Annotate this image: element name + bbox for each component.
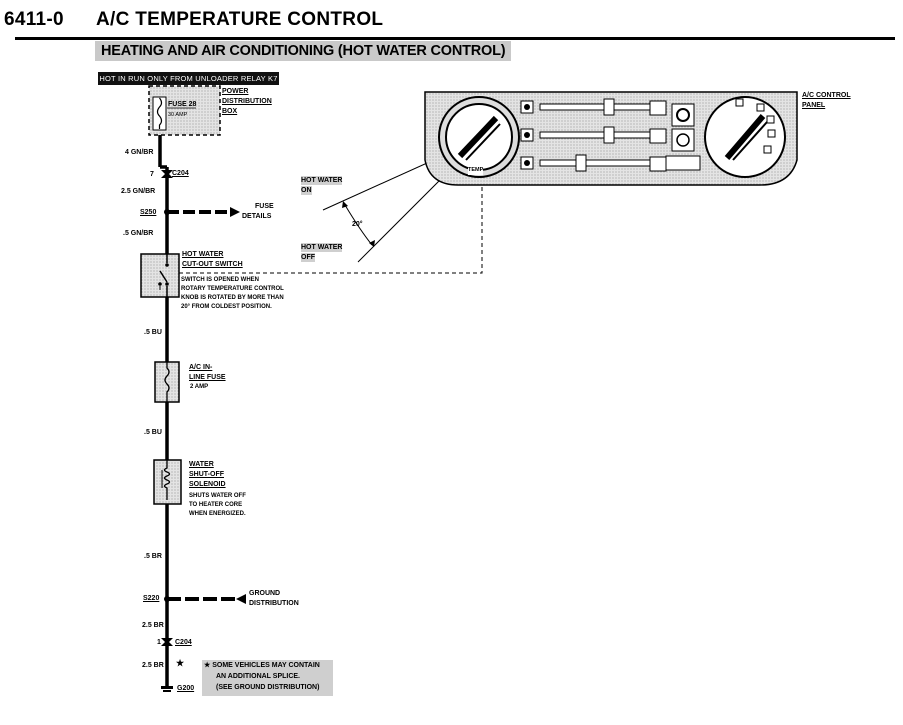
c204-top-label: C204 (172, 170, 189, 177)
inline-fuse-rating: 2 AMP (190, 384, 209, 390)
header-rule (15, 37, 895, 40)
note-line-1: ★ SOME VEHICLES MAY CONTAIN (204, 662, 320, 669)
solenoid-title-3: SOLENOID (189, 481, 226, 488)
inline-fuse-element (164, 362, 170, 402)
solenoid-title-2: SHUT-OFF (189, 471, 224, 478)
inline-fuse-title-1: A/C IN- (189, 364, 213, 371)
cutout-switch-blade (159, 270, 168, 283)
cutout-switch-desc-3: KNOB IS ROTATED BY MORE THAN (181, 295, 284, 301)
inline-fuse-title-2: LINE FUSE (189, 374, 226, 381)
page-title: A/C TEMPERATURE CONTROL (96, 9, 384, 30)
ac-panel-title-1: A/C CONTROL (802, 92, 851, 99)
note-line-3: (SEE GROUND DISTRIBUTION) (216, 684, 320, 691)
note-box: ★ SOME VEHICLES MAY CONTAIN AN ADDITIONA… (202, 660, 333, 696)
power-box-title-3: BOX (222, 108, 238, 115)
cutout-switch-title-1: HOT WATER (182, 251, 224, 258)
note-line-2: AN ADDITIONAL SPLICE. (216, 673, 301, 680)
ground-distribution-2: DISTRIBUTION (249, 600, 299, 607)
wire-label-05-gnbr: .5 GN/BR (123, 230, 154, 237)
wire-label-2-5-gnbr: 2.5 GN/BR (121, 188, 156, 195)
fuse-28-rating: 30 AMP (168, 112, 188, 118)
fuse-28-box (152, 96, 167, 131)
fuse-details-2: DETAILS (242, 213, 272, 220)
cutout-switch-desc-4: 20° FROM COLDEST POSITION. (181, 304, 272, 310)
c204-bottom-pin: 1 (157, 639, 161, 646)
ground-distribution-arrow (236, 594, 246, 604)
wire-label-2-5-br-1: 2.5 BR (142, 622, 164, 629)
solenoid-desc-1: SHUTS WATER OFF (189, 493, 246, 499)
hot-in-run-bar: HOT IN RUN ONLY FROM UNLOADER RELAY K7 (98, 72, 279, 85)
solenoid-coil (163, 460, 171, 500)
star-marker: ★ (176, 658, 185, 668)
fuse-28-label: FUSE 28 (168, 101, 197, 108)
slider-rows (520, 98, 667, 172)
angle-degrees: 20° (352, 221, 363, 228)
fuse-details-arrow (230, 207, 240, 217)
solenoid-desc-2: TO HEATER CORE (189, 502, 243, 508)
wire-label-05-bu-2: .5 BU (144, 429, 162, 436)
g200-label: G200 (177, 685, 195, 692)
panel-button-top (671, 103, 695, 127)
ground-distribution-1: GROUND (249, 590, 281, 597)
page-number: 6411-0 (4, 9, 64, 30)
panel-button-bottom (665, 155, 701, 171)
hot-water-off-2: OFF (301, 253, 315, 262)
solenoid-title-1: WATER (189, 461, 214, 468)
g200-ground-symbol (161, 686, 173, 689)
power-box-title-2: DISTRIBUTION (222, 98, 272, 105)
cutout-switch-box (140, 253, 180, 298)
ac-panel-title-2: PANEL (802, 102, 826, 109)
cutout-switch-desc-1: SWITCH IS OPENED WHEN (181, 277, 260, 283)
switch-link-dashed (179, 170, 483, 274)
hot-water-on-1: HOT WATER (301, 176, 343, 185)
diagram-subtitle: HEATING AND AIR CONDITIONING (HOT WATER … (95, 41, 512, 61)
panel-button-mid (671, 128, 695, 152)
s250-label: S250 (140, 209, 157, 216)
power-box-title-1: POWER (222, 88, 249, 95)
s220-label: S220 (143, 595, 160, 602)
c204-bottom-label: C204 (175, 639, 192, 646)
wire-label-2-5-br-2: 2.5 BR (142, 662, 164, 669)
c204-top-pin: 7 (150, 171, 154, 178)
temp-knob-label: TEMP (468, 166, 484, 175)
fuse-28-element (156, 97, 163, 129)
fuse-details-1: FUSE (255, 203, 274, 210)
wire-label-05-bu-1: .5 BU (144, 329, 162, 336)
cutout-switch-desc-2: ROTARY TEMPERATURE CONTROL (181, 286, 284, 292)
angle-arc (344, 204, 373, 246)
hot-water-on-2: ON (301, 186, 312, 195)
cutout-switch-title-2: CUT-OUT SWITCH (182, 261, 243, 268)
solenoid-desc-3: WHEN ENERGIZED. (189, 511, 246, 517)
wire-label-05-br: .5 BR (144, 553, 162, 560)
wire-label-4-gnbr: 4 GN/BR (125, 149, 154, 156)
hot-water-off-1: HOT WATER (301, 243, 343, 252)
